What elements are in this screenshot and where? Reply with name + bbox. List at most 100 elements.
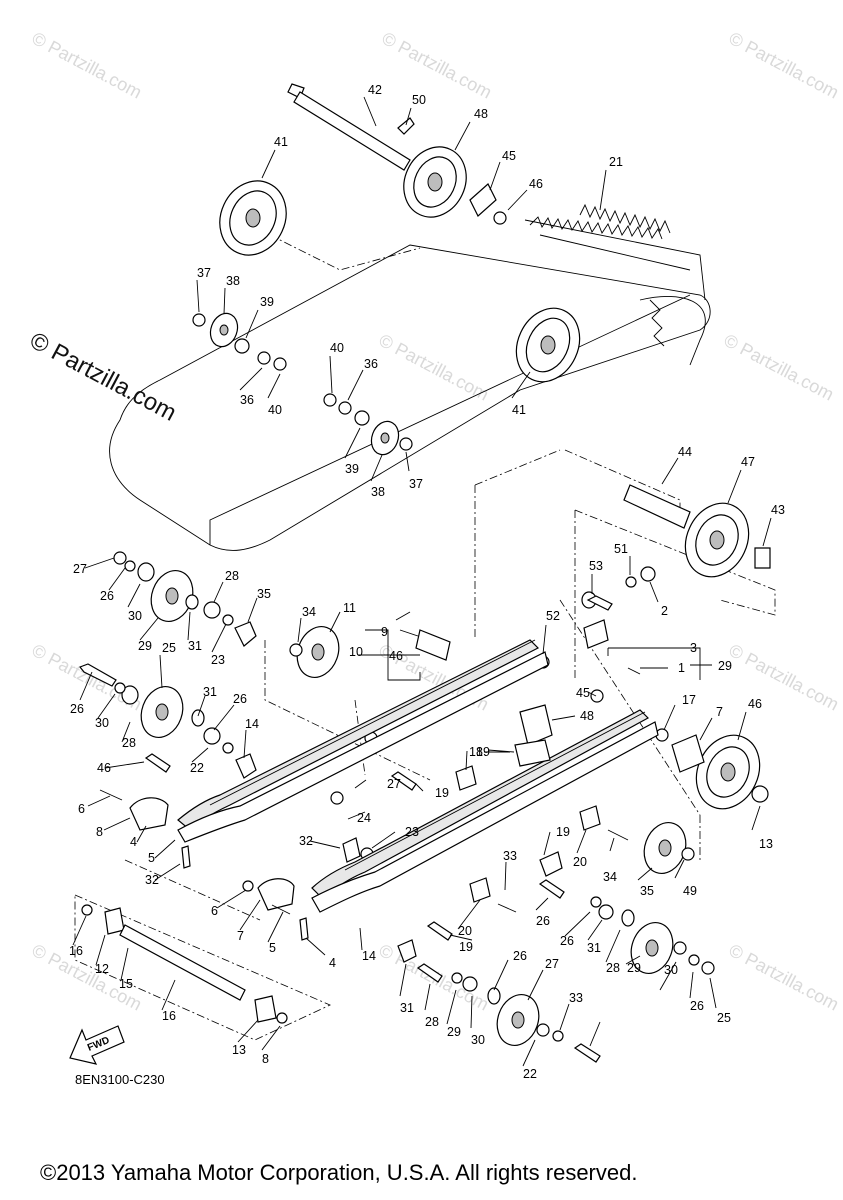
part-number-label: 26 — [513, 949, 527, 963]
part-number-label: 35 — [257, 587, 271, 601]
part-number-label: 10 — [349, 645, 363, 659]
part-number-label: 32 — [145, 873, 159, 887]
part-number-label: 19 — [435, 786, 449, 800]
part-number-label: 48 — [580, 709, 594, 723]
part-number-label: 38 — [371, 485, 385, 499]
part-number-label: 40 — [268, 403, 282, 417]
wheel-38-a — [209, 312, 239, 348]
part-number-label: 30 — [471, 1033, 485, 1047]
part-number-label: 20 — [458, 924, 472, 938]
part-number-label: 11 — [343, 601, 356, 615]
part-number-label: 32 — [299, 834, 313, 848]
part-number-label: 17 — [682, 693, 696, 707]
part-number-label: 28 — [122, 736, 136, 750]
part-number-label: 46 — [529, 177, 543, 191]
part-number-label: 4 — [329, 956, 336, 970]
part-number-label: 28 — [225, 569, 239, 583]
part-number-label: 22 — [190, 761, 204, 775]
part-number-label: 16 — [69, 944, 83, 958]
part-number-label: 26 — [70, 702, 84, 716]
part-number-label: 26 — [233, 692, 247, 706]
wheel-29-a — [150, 570, 194, 622]
part-number-label: 13 — [759, 837, 773, 851]
part-number-label: 26 — [536, 914, 550, 928]
part-number-label: 8 — [96, 825, 103, 839]
part-number-label: 43 — [771, 503, 785, 517]
part-number-label: 29 — [627, 961, 641, 975]
part-number-label: 5 — [148, 851, 155, 865]
part-number-label: 29 — [447, 1025, 461, 1039]
part-number-label: 5 — [269, 941, 276, 955]
part-number-label: 9 — [381, 625, 388, 639]
part-number-label: 24 — [357, 811, 371, 825]
part-number-label: 46 — [389, 649, 403, 663]
part-number-label: 51 — [614, 542, 628, 556]
part-number-label: 4 — [130, 835, 137, 849]
part-number-label: 27 — [387, 777, 401, 791]
part-number-label: 35 — [640, 884, 654, 898]
pin-50 — [397, 117, 415, 135]
wheel-34 — [296, 626, 340, 678]
part-number-label: 20 — [573, 855, 587, 869]
leader-lines — [74, 234, 776, 1041]
pins — [99, 611, 641, 915]
part-number-label: 29 — [138, 639, 152, 653]
parts-diagram: FWD 425048414546213738393640403641393837… — [69, 83, 785, 1081]
part-number-label: 46 — [748, 697, 762, 711]
part-number-label: 37 — [197, 266, 211, 280]
diagram-code: 8EN3100-C230 — [75, 1072, 165, 1087]
part-number-label: 12 — [95, 962, 109, 976]
part-number-label: 7 — [237, 929, 244, 943]
part-labels: 4250484145462137383936404036413938374447… — [69, 83, 785, 1081]
part-number-label: 53 — [589, 559, 603, 573]
part-number-label: 36 — [364, 357, 378, 371]
fwd-arrow-icon: FWD — [69, 1025, 125, 1065]
part-number-label: 28 — [606, 961, 620, 975]
part-number-label: 44 — [678, 445, 692, 459]
part-number-label: 1 — [678, 661, 685, 675]
part-number-label: 15 — [119, 977, 133, 991]
part-number-label: 38 — [226, 274, 240, 288]
part-number-label: 31 — [188, 639, 202, 653]
part-number-label: 37 — [409, 477, 423, 491]
part-number-label: 6 — [211, 904, 218, 918]
part-number-label: 31 — [400, 1001, 414, 1015]
wheel-47 — [684, 502, 750, 578]
part-number-label: 47 — [741, 455, 755, 469]
washers — [81, 211, 769, 1042]
part-number-label: 39 — [345, 462, 359, 476]
callout-lines — [72, 96, 772, 1067]
brackets — [234, 619, 609, 963]
part-number-label: 14 — [362, 949, 376, 963]
part-number-label: 48 — [474, 107, 488, 121]
part-number-label: 34 — [302, 605, 316, 619]
part-number-label: 25 — [162, 641, 176, 655]
wheel-48-right — [695, 734, 761, 810]
slide-rail-right — [311, 709, 659, 913]
part-number-label: 2 — [661, 604, 668, 618]
part-number-label: 30 — [128, 609, 142, 623]
part-number-label: 30 — [664, 963, 678, 977]
part-number-label: 25 — [717, 1011, 731, 1025]
part-number-label: 31 — [587, 941, 601, 955]
part-number-label: 7 — [716, 705, 723, 719]
wheel-48-top — [403, 146, 467, 218]
part-number-label: 18 — [469, 745, 483, 759]
part-number-label: 31 — [203, 685, 217, 699]
copyright-text: ©2013 Yamaha Motor Corporation, U.S.A. A… — [40, 1160, 638, 1185]
part-number-label: 21 — [609, 155, 623, 169]
part-number-label: 33 — [569, 991, 583, 1005]
wheel-29-c — [496, 994, 540, 1046]
part-number-label: 29 — [718, 659, 732, 673]
part-number-label: 27 — [73, 562, 87, 576]
part-number-label: 46 — [97, 761, 111, 775]
part-number-label: 26 — [100, 589, 114, 603]
part-number-label: 34 — [603, 870, 617, 884]
part-number-label: 41 — [274, 135, 288, 149]
part-number-label: 23 — [211, 653, 225, 667]
wheel-41-mid — [515, 307, 581, 383]
part-number-label: 49 — [683, 884, 697, 898]
wheel-29-d — [630, 922, 674, 974]
part-number-label: 13 — [232, 1043, 246, 1057]
part-number-label: 36 — [240, 393, 254, 407]
